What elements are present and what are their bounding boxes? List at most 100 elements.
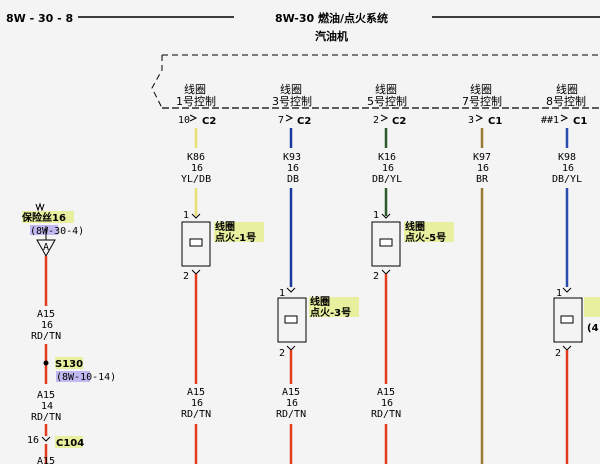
col5-bottom-circuit: A15 — [377, 387, 395, 398]
page-ref: 8W - 30 - 8 — [6, 12, 73, 25]
page-subtitle: 汽油机 — [315, 29, 348, 43]
connector-pin: 16 — [27, 435, 39, 446]
fuse-section: 保险丝16 (8W-30-4) A A15 16 RD/TN S130 (8W-… — [21, 202, 116, 464]
col8-conn: C1 — [573, 116, 587, 127]
coil-5: 1 2 线圈 点火-5号 — [371, 210, 454, 282]
col3-color: DB — [287, 174, 299, 185]
column-5: 线圈 5号控制 2 C2 K16 16 DB/YL — [367, 82, 407, 185]
col3-conn: C2 — [297, 116, 311, 127]
col1-label-line2: 1号控制 — [176, 94, 216, 108]
col3-bottom-color: RD/TN — [276, 409, 306, 420]
col3-gauge: 16 — [287, 163, 299, 174]
col8-pin: ##1 — [541, 115, 559, 126]
column-7: 线圈 7号控制 3 C1 K97 16 BR — [462, 82, 502, 185]
col5-pin: 2 — [373, 115, 379, 126]
col7-gauge: 16 — [477, 163, 489, 174]
col1-gauge: 16 — [191, 163, 203, 174]
col7-circuit: K97 — [473, 152, 491, 163]
splice-name: S130 — [55, 359, 83, 370]
col8-gauge: 16 — [562, 163, 574, 174]
coil8-label-bg — [584, 297, 600, 317]
col8-color: DB/YL — [552, 174, 582, 185]
coil1-label-2: 点火-1号 — [215, 231, 256, 244]
coil5-label-1: 线圈 — [405, 220, 425, 233]
coil3-label-2: 点火-3号 — [310, 306, 351, 319]
coil5-label-bg — [404, 222, 454, 242]
col1-pin: 10 — [178, 115, 190, 126]
coil-8: 1 2 (4 — [553, 287, 600, 359]
fuse-connector-triangle — [36, 239, 56, 258]
coil3-label-bg — [309, 297, 359, 317]
splice-label-bg — [55, 357, 83, 369]
coil1-winding-icon — [189, 238, 203, 247]
page-title: 8W-30 燃油/点火系统 — [275, 11, 388, 25]
col5-label-line2: 5号控制 — [367, 94, 407, 108]
fuse-wire-top-gauge: 16 — [41, 320, 53, 331]
col8-label-line1: 线圈 — [556, 82, 578, 96]
col1-bottom-color: RD/TN — [181, 409, 211, 420]
fuse-wire-mid-gauge: 14 — [41, 401, 53, 412]
col5-bottom-color: RD/TN — [371, 409, 401, 420]
col5-gauge: 16 — [382, 163, 394, 174]
col7-label-line1: 线圈 — [470, 82, 492, 96]
splice-dot — [43, 360, 49, 366]
col3-label-line1: 线圈 — [280, 82, 302, 96]
coil8-pin-bottom: 2 — [555, 348, 561, 359]
fuse-wire-bottom-circuit: A15 — [37, 456, 55, 464]
coil5-pin-bottom: 2 — [373, 271, 379, 282]
coil-3: 1 2 线圈 点火-3号 — [277, 287, 359, 359]
col5-label-line1: 线圈 — [375, 82, 397, 96]
coil3-pin-bottom: 2 — [279, 348, 285, 359]
splice-ref-bg — [56, 371, 90, 382]
col5-circuit: K16 — [378, 152, 396, 163]
splice-ref: (8W-10-14) — [56, 372, 116, 383]
coil1-pin-top: 1 — [183, 210, 189, 221]
col3-label-line2: 3号控制 — [272, 94, 312, 108]
fuse-wire-mid-circuit: A15 — [37, 390, 55, 401]
coil3-label-1: 线圈 — [310, 295, 330, 308]
column-3: 线圈 3号控制 7 C2 K93 16 DB — [272, 82, 312, 185]
module-outline — [151, 54, 600, 109]
coil5-winding-icon — [379, 238, 393, 247]
fuse-name: 保险丝16 — [21, 211, 66, 224]
coil8-winding-icon — [560, 315, 574, 324]
col1-label-line1: 线圈 — [184, 82, 206, 96]
fuse-icon — [35, 202, 45, 212]
coil5-pin-top: 1 — [373, 210, 379, 221]
fuse-ref-bg — [30, 225, 58, 235]
coil1-label-bg — [214, 222, 264, 242]
col8-circuit: K98 — [558, 152, 576, 163]
col3-bottom-circuit: A15 — [282, 387, 300, 398]
col7-label-line2: 7号控制 — [462, 94, 502, 108]
coil-1: 1 2 线圈 点火-1号 — [181, 210, 264, 282]
col5-color: DB/YL — [372, 174, 402, 185]
col5-bottom-gauge: 16 — [381, 398, 393, 409]
col7-pin: 3 — [468, 115, 474, 126]
col3-bottom-gauge: 16 — [286, 398, 298, 409]
column-8: 线圈 8号控制 ##1 C1 K98 16 DB/YL — [541, 82, 587, 185]
fuse-wire-top-circuit: A15 — [37, 309, 55, 320]
connector-label-bg — [55, 436, 83, 448]
col1-conn: C2 — [202, 116, 216, 127]
col3-circuit: K93 — [283, 152, 301, 163]
fuse-connector-letter: A — [43, 242, 49, 253]
fuse-wire-mid-color: RD/TN — [31, 412, 61, 423]
coil3-pin-top: 1 — [279, 288, 285, 299]
coil8-label-partial: (4 — [587, 323, 599, 334]
fuse-ref: (8W-30-4) — [30, 226, 84, 237]
coil3-winding-icon — [284, 315, 298, 324]
col5-conn: C2 — [392, 116, 406, 127]
col1-circuit: K86 — [187, 152, 205, 163]
coil1-pin-bottom: 2 — [183, 271, 189, 282]
col1-bottom-circuit: A15 — [187, 387, 205, 398]
coil8-pin-top: 1 — [556, 288, 562, 299]
fuse-wire-top-color: RD/TN — [31, 331, 61, 342]
fuse-label-bg — [22, 211, 74, 223]
col7-color: BR — [476, 174, 489, 185]
col8-label-line2: 8号控制 — [546, 94, 586, 108]
col1-bottom-gauge: 16 — [191, 398, 203, 409]
column-1: 线圈 1号控制 10 C2 K86 16 YL/DB — [176, 82, 216, 185]
coil1-label-1: 线圈 — [215, 220, 235, 233]
col7-conn: C1 — [488, 116, 502, 127]
